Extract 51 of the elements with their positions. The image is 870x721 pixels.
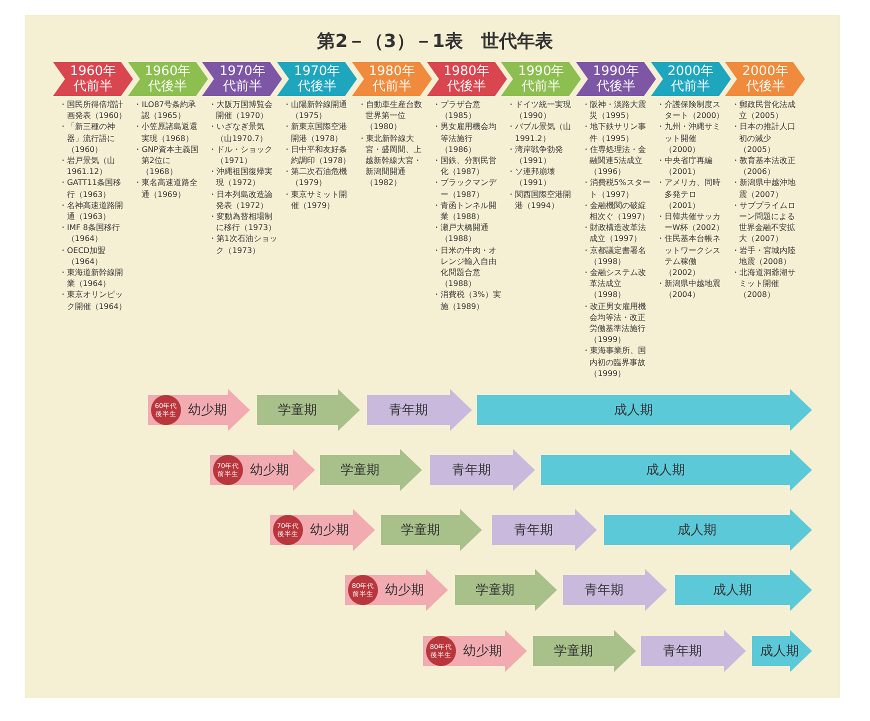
- life-stage-banner: [148, 389, 250, 431]
- life-stage-banner: [541, 449, 812, 491]
- stage-label: 青年期: [514, 522, 553, 539]
- period-banner: 1980年代後半: [426, 62, 506, 96]
- stage-label: 幼少期: [250, 462, 289, 479]
- stage-label: 成人期: [614, 402, 653, 419]
- period-banner: 1980年代前半: [352, 62, 432, 96]
- life-stage-banner: [563, 569, 667, 611]
- stage-label: 学童期: [340, 462, 380, 479]
- life-stage-banner: [270, 509, 375, 551]
- stage-label: 成人期: [678, 522, 716, 539]
- stage-label: 幼少期: [463, 643, 502, 660]
- stage-label: 成人期: [713, 582, 752, 599]
- period-banner: 1970年代前半: [202, 62, 282, 96]
- life-stage-banner: [455, 569, 557, 611]
- stage-label: 成人期: [646, 462, 685, 479]
- life-stage-banner: [533, 630, 636, 672]
- period-banner: 1960年代前半: [53, 62, 133, 96]
- life-stage-banner: [477, 389, 812, 431]
- title: 第2－（3）－1表 世代年表: [316, 30, 554, 53]
- life-stage-banner: [752, 630, 812, 672]
- life-stage-banner: [381, 509, 482, 551]
- period-banner: 1970年代後半: [277, 62, 358, 96]
- life-stage-banner: [345, 569, 448, 611]
- stage-label: 学童期: [278, 402, 317, 419]
- stage-label: 青年期: [584, 582, 624, 599]
- stage-label: 学童期: [554, 643, 593, 660]
- stage-label: 青年期: [389, 402, 428, 419]
- stage-label: 青年期: [452, 462, 491, 479]
- stage-label: 学童期: [401, 522, 440, 539]
- life-stage-banner: [210, 449, 315, 491]
- stage-label: 青年期: [663, 643, 702, 660]
- life-stage-banner: [604, 509, 812, 551]
- period-banner: 2000年代後半: [725, 62, 806, 96]
- period-banner: 1990年代後半: [576, 62, 656, 96]
- stage-label: 幼少期: [385, 582, 424, 599]
- life-stage-banner: [675, 569, 812, 611]
- life-stage-banner: [367, 389, 472, 431]
- stage-label: 成人期: [760, 643, 799, 660]
- life-stage-banner: [492, 509, 597, 551]
- stage-label: 幼少期: [310, 522, 349, 539]
- life-stage-banner: [320, 449, 422, 491]
- life-stage-banner: [423, 630, 527, 672]
- life-stage-banner: [257, 389, 360, 431]
- life-stage-banner: [430, 449, 535, 491]
- stage-label: 学童期: [476, 582, 514, 599]
- stage-label: 幼少期: [188, 402, 227, 419]
- period-banner: 2000年代前半: [650, 62, 731, 96]
- life-stage-banner: [641, 630, 746, 672]
- period-banner: 1990年代前半: [501, 62, 582, 96]
- period-banner: 1960年代後半: [128, 62, 208, 96]
